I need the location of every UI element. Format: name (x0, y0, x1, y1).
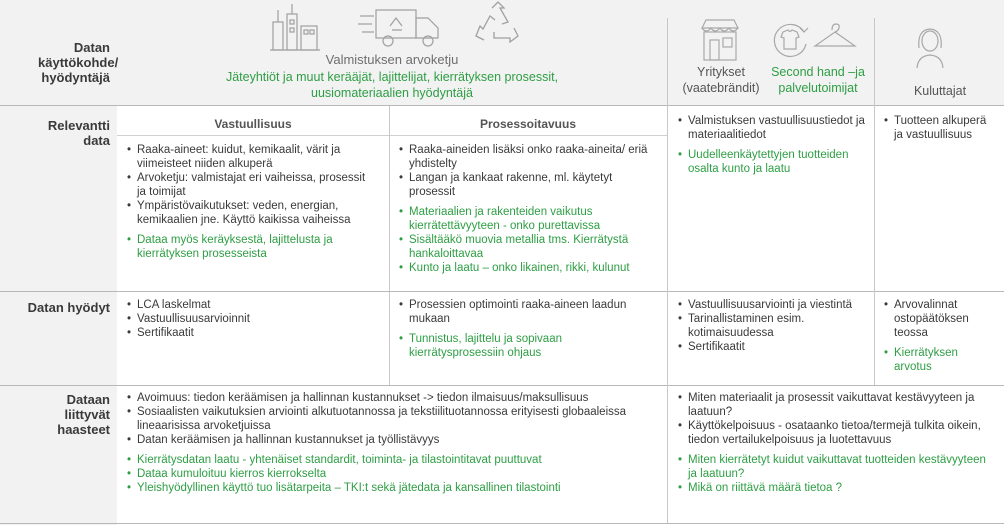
list-item: LCA laskelmat (126, 298, 376, 312)
benefits-consumers-list: Arvovalinnat ostopäätöksen teossaKierrät… (883, 298, 995, 374)
manufacturing-subtitle: Jäteyhtiöt ja muut kerääjät, lajittelija… (225, 70, 559, 100)
benefits-companies-list: Vastuullisuusarviointi ja viestintäTarin… (677, 298, 867, 354)
recycle-icon (474, 0, 522, 48)
list-item: Mikä on riittävä määrä tietoa ? (677, 481, 997, 495)
list-item: Tunnistus, lajittelu ja sopivaan kierrät… (398, 332, 656, 360)
list-item: Miten kierrätetyt kuidut vaikuttavat tuo… (677, 453, 997, 481)
factory-icon (270, 2, 320, 52)
list-item: Kierrätysdatan laatu - yhtenäiset standa… (126, 453, 661, 467)
divider-benefits (0, 385, 1004, 386)
list-item: Dataa myös keräyksestä, lajittelusta ja … (126, 233, 376, 261)
subhead-responsibility: Vastuullisuus (214, 117, 292, 131)
list-item: Kunto ja laatu – onko likainen, rikki, k… (398, 261, 656, 275)
row-label-column-bg (0, 0, 117, 525)
person-icon (915, 26, 945, 68)
subhead-processability: Prosessoitavuus (479, 117, 577, 131)
store-icon (700, 18, 740, 62)
divider-header (0, 105, 1004, 106)
consumers-header: Kuluttajat (913, 84, 967, 98)
list-item: Datan keräämisen ja hallinnan kustannuks… (126, 433, 661, 447)
relevant-responsibility-list: Raaka-aineet: kuidut, kemikaalit, värit … (126, 143, 376, 261)
list-item: Raaka-aineet: kuidut, kemikaalit, värit … (126, 143, 376, 171)
manufacturing-title: Valmistuksen arvoketju (325, 52, 459, 67)
second-hand-header: Second hand –ja palvelutoimijat (771, 65, 865, 95)
relevant-companies-list: Valmistuksen vastuullisuustiedot ja mate… (677, 114, 867, 176)
recycling-truck-icon (358, 6, 442, 48)
challenges-left-list: Avoimuus: tiedon keräämisen ja hallinnan… (126, 391, 661, 495)
row-label-header: Datan käyttökohde/ hyödyntäjä (38, 40, 119, 85)
vline-companies-consumers (874, 18, 875, 385)
list-item: Tuotteen alkuperä ja vastuullisuus (883, 114, 995, 142)
divider-bottom (0, 523, 1004, 524)
list-item: Langan ja kankaat rakenne, ml. käytetyt … (398, 171, 656, 199)
list-item: Materiaalien ja rakenteiden vaikutus kie… (398, 205, 656, 233)
list-item: Prosessien optimointi raaka-aineen laadu… (398, 298, 656, 326)
list-item: Arvovalinnat ostopäätöksen teossa (883, 298, 995, 340)
list-item: Käyttökelpoisuus - osataanko tietoa/term… (677, 419, 997, 447)
list-item: Raaka-aineiden lisäksi onko raaka-aineit… (398, 143, 656, 171)
list-item: Miten materiaalit ja prosessit vaikuttav… (677, 391, 997, 419)
row-label-challenges: Dataan liittyvät haasteet (57, 392, 110, 437)
shirt-cycle-icon (770, 20, 810, 60)
list-item: Yleishyödyllinen käyttö tuo lisätarpeita… (126, 481, 661, 495)
vline-resp-proc-1 (389, 106, 390, 291)
list-item: Avoimuus: tiedon keräämisen ja hallinnan… (126, 391, 661, 405)
row-label-benefits: Datan hyödyt (27, 300, 110, 315)
list-item: Sosiaalisten vaikutuksien arviointi alku… (126, 405, 661, 433)
benefits-processability-list: Prosessien optimointi raaka-aineen laadu… (398, 298, 656, 360)
header-row-bg (117, 0, 1004, 105)
list-item: Arvoketju: valmistajat eri vaiheissa, pr… (126, 171, 376, 199)
benefits-responsibility-list: LCA laskelmatVastuullisuusarvioinnitSert… (126, 298, 376, 340)
list-item: Sertifikaatit (126, 326, 376, 340)
row-label-relevant: Relevantti data (47, 118, 110, 148)
list-item: Sisältääkö muovia metallia tms. Kierräty… (398, 233, 656, 261)
list-item: Valmistuksen vastuullisuustiedot ja mate… (677, 114, 867, 142)
companies-header: Yritykset (vaatebrändit) (682, 65, 760, 95)
relevant-processability-list: Raaka-aineiden lisäksi onko raaka-aineit… (398, 143, 656, 275)
challenges-right-list: Miten materiaalit ja prosessit vaikuttav… (677, 391, 997, 495)
vline-manufacturing-companies (667, 18, 668, 523)
list-item: Vastuullisuusarvioinnit (126, 312, 376, 326)
list-item: Kierrätyksen arvotus (883, 346, 995, 374)
divider-subheads (117, 135, 667, 136)
list-item: Uudelleenkäytettyjen tuotteiden osalta k… (677, 148, 867, 176)
divider-relevant (0, 291, 1004, 292)
hanger-icon (813, 22, 857, 52)
list-item: Vastuullisuusarviointi ja viestintä (677, 298, 867, 312)
relevant-consumers-list: Tuotteen alkuperä ja vastuullisuus (883, 114, 995, 142)
list-item: Dataa kumuloituu kierros kierrokselta (126, 467, 661, 481)
list-item: Sertifikaatit (677, 340, 867, 354)
list-item: Ympäristövaikutukset: veden, energian, k… (126, 199, 376, 227)
vline-resp-proc-2 (389, 292, 390, 385)
list-item: Tarinallistaminen esim. kotimaisuudessa (677, 312, 867, 340)
